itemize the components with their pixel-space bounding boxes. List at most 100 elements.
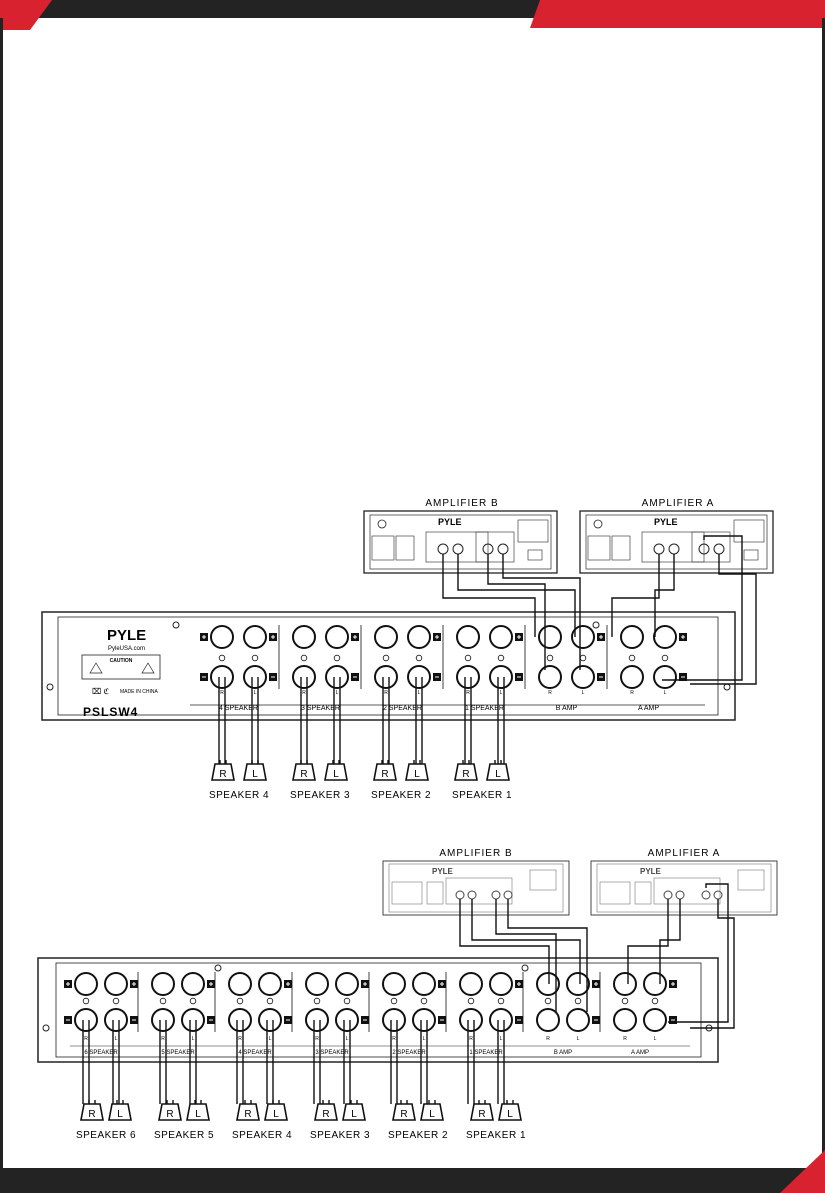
post-indicator (574, 997, 582, 1005)
caution-label: CAUTION (110, 658, 133, 664)
amplifier-a-brand: PYLE (654, 517, 678, 527)
amp-wire (471, 899, 581, 984)
speaker-channel-label: L (495, 769, 501, 780)
binding-post-positive (374, 625, 398, 649)
binding-post-negative (538, 665, 562, 689)
speaker-cone-icon (392, 1103, 416, 1121)
speaker-cone-icon (264, 1103, 288, 1121)
channel-label: L (500, 690, 503, 696)
speaker-name: SPEAKER 1 (466, 1130, 526, 1141)
post-indicator (159, 997, 167, 1005)
speaker-cone-icon (243, 763, 267, 781)
speaker-wire (415, 677, 423, 764)
footer-red-corner (780, 1150, 825, 1193)
binding-post-positive (292, 625, 316, 649)
binding-post-positive (459, 972, 483, 996)
channel-label: R (84, 1036, 88, 1042)
speaker-cone-icon (80, 1103, 104, 1121)
channel-label: R (469, 1036, 473, 1042)
binding-post-negative (489, 1008, 513, 1032)
speaker-channel-label: R (88, 1109, 95, 1120)
binding-post-positive (566, 972, 590, 996)
amplifier-b-unit-2: PYLE (382, 860, 570, 916)
terminal-group-label: 2 SPEAKER (392, 1050, 426, 1056)
binding-post-positive (536, 972, 560, 996)
binding-post-negative (412, 1008, 436, 1032)
channel-label: R (623, 1036, 627, 1042)
binding-post-negative (456, 665, 480, 689)
binding-post-negative (620, 665, 644, 689)
terminal-group-label: 5 SPEAKER (161, 1050, 195, 1056)
binding-post-negative (571, 665, 595, 689)
channel-label: R (548, 690, 552, 696)
speaker-name: SPEAKER 2 (371, 790, 431, 801)
d1-wiring (218, 535, 757, 764)
binding-post-positive (407, 625, 431, 649)
channel-label: R (220, 690, 224, 696)
speaker-wire (464, 677, 472, 764)
speaker-channel-label: R (478, 1109, 485, 1120)
speaker-cone-icon (420, 1103, 444, 1121)
binding-post-negative (566, 1008, 590, 1032)
post-indicator (236, 997, 244, 1005)
channel-label: R (546, 1036, 550, 1042)
speaker-channel-label: R (300, 769, 307, 780)
speaker-wire (497, 677, 505, 764)
channel-label: L (664, 690, 667, 696)
speaker-channel-label: L (252, 769, 258, 780)
amplifier-b-brand: PYLE (438, 517, 462, 527)
binding-post-positive (228, 972, 252, 996)
speaker-wire (251, 677, 259, 764)
binding-post-positive (489, 625, 513, 649)
speaker-channel-label: R (244, 1109, 251, 1120)
post-indicator (382, 654, 390, 662)
terminal-group-label: 1 SPEAKER (469, 1050, 503, 1056)
channel-label: L (192, 1036, 195, 1042)
speaker-name: SPEAKER 4 (232, 1130, 292, 1141)
warning-triangle-icon (141, 662, 155, 674)
amp-wire (495, 899, 557, 1012)
amp-wire (690, 554, 757, 685)
amplifier-a-unit: PYLE (579, 510, 774, 574)
amp-wire (502, 554, 581, 670)
binding-post-negative (104, 1008, 128, 1032)
binding-post-positive (181, 972, 205, 996)
post-indicator (544, 997, 552, 1005)
speaker-cone-icon (373, 763, 397, 781)
terminal-group-label: 3 SPEAKER (301, 705, 340, 712)
binding-post-positive (643, 972, 667, 996)
speaker-channel-label: L (117, 1109, 123, 1120)
channel-label: L (269, 1036, 272, 1042)
amplifier-a-label: AMPLIFIER A (642, 498, 715, 509)
speaker-channel-label: R (381, 769, 388, 780)
binding-post-negative (374, 665, 398, 689)
right-border (822, 18, 825, 1168)
channel-label: L (423, 1036, 426, 1042)
post-indicator (313, 997, 321, 1005)
amp-wire (442, 554, 536, 637)
speaker-wire (300, 677, 308, 764)
speaker-name: SPEAKER 5 (154, 1130, 214, 1141)
speaker-wire (333, 677, 341, 764)
amp-wire (690, 899, 735, 1029)
binding-post-negative (536, 1008, 560, 1032)
speaker-channel-label: L (429, 1109, 435, 1120)
binding-post-positive (620, 625, 644, 649)
channel-label: R (466, 690, 470, 696)
post-indicator (420, 997, 428, 1005)
post-indicator (300, 654, 308, 662)
binding-post-positive (151, 972, 175, 996)
binding-post-positive (412, 972, 436, 996)
speaker-wire (390, 1020, 398, 1104)
amp-wire (662, 535, 743, 681)
channel-label: R (630, 690, 634, 696)
header-stripe (58, 0, 540, 18)
post-indicator (333, 654, 341, 662)
